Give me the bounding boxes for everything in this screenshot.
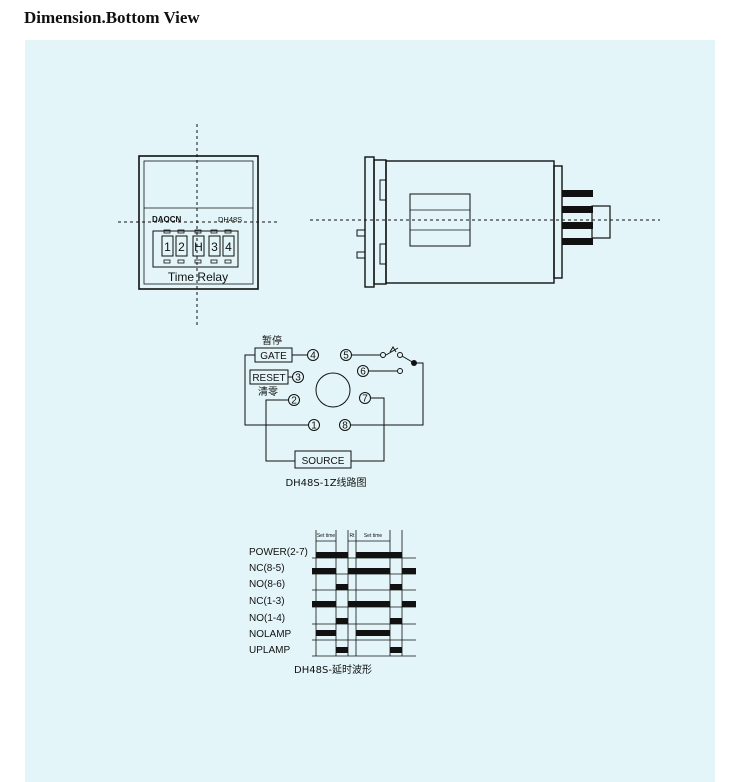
side-bezel-front — [364, 156, 375, 288]
side-socket-flange — [553, 165, 563, 279]
side-pins — [562, 190, 593, 245]
row-label-power: POWER(2-7) — [249, 547, 308, 558]
drawing-panel — [25, 40, 715, 782]
marker-set-time-2: Set time — [364, 533, 383, 539]
terminal-2: 2 — [291, 396, 297, 407]
reset-label: RESET — [252, 373, 285, 384]
timing-diagram: Set time Rt Set time — [249, 530, 416, 676]
marker-rt: Rt — [350, 533, 356, 539]
digit-1: 1 — [164, 240, 171, 254]
terminal-5: 5 — [343, 351, 349, 362]
reset-cn-label: 清零 — [258, 385, 278, 398]
contact-common-node — [411, 360, 417, 366]
socket-key-circle — [315, 372, 351, 408]
terminal-4: 4 — [310, 351, 316, 362]
row-label-nc-8-5: NC(8-5) — [249, 563, 285, 574]
source-box — [294, 450, 352, 469]
terminal-8: 8 — [342, 421, 348, 432]
gate-label: GATE — [260, 351, 287, 362]
row-label-uplamp: UPLAMP — [249, 645, 290, 656]
row-label-no-1-4: NO(1-4) — [249, 613, 285, 624]
marker-set-time-1: Set time — [317, 533, 336, 539]
wiring-caption: DH48S-1Z线路图 — [285, 476, 366, 489]
terminal-6: 6 — [360, 367, 366, 378]
digit-3: 3 — [211, 240, 218, 254]
side-label-plate — [409, 193, 471, 247]
front-caption: Time Relay — [168, 270, 228, 284]
gate-cn-label: 暂停 — [262, 334, 282, 347]
brand-label: DAOCN — [152, 215, 182, 224]
model-label: DH48S — [218, 215, 242, 224]
digit-display-frame — [152, 230, 239, 268]
terminal-1: 1 — [311, 421, 317, 432]
row-label-nc-1-3: NC(1-3) — [249, 596, 285, 607]
digit-2: 2 — [178, 240, 185, 254]
side-bezel-rear — [373, 159, 387, 285]
timing-caption: DH48S-延时波形 — [294, 663, 372, 676]
page-heading: Dimension.Bottom View — [24, 8, 200, 27]
timing-row-labels: POWER(2-7) NC(8-5) NO(8-6) NC(1-3) NO(1-… — [249, 547, 308, 656]
digit-switch-marks — [163, 229, 232, 264]
source-label: SOURCE — [302, 456, 345, 467]
timing-pulses — [312, 552, 416, 653]
side-key-pin — [591, 205, 611, 239]
front-center-lines — [118, 124, 280, 325]
terminal-3: 3 — [295, 373, 301, 384]
wiring-diagram — [244, 346, 424, 469]
row-label-nolamp: NOLAMP — [249, 629, 292, 640]
digit-unit: H — [194, 240, 203, 254]
digit-boxes — [161, 235, 235, 257]
timing-guide-lines — [315, 530, 403, 656]
digit-4: 4 — [225, 240, 232, 254]
terminal-7: 7 — [362, 394, 368, 405]
row-label-no-8-6: NO(8-6) — [249, 579, 285, 590]
terminal-numbers: 4 3 2 1 5 6 7 8 — [291, 351, 368, 432]
